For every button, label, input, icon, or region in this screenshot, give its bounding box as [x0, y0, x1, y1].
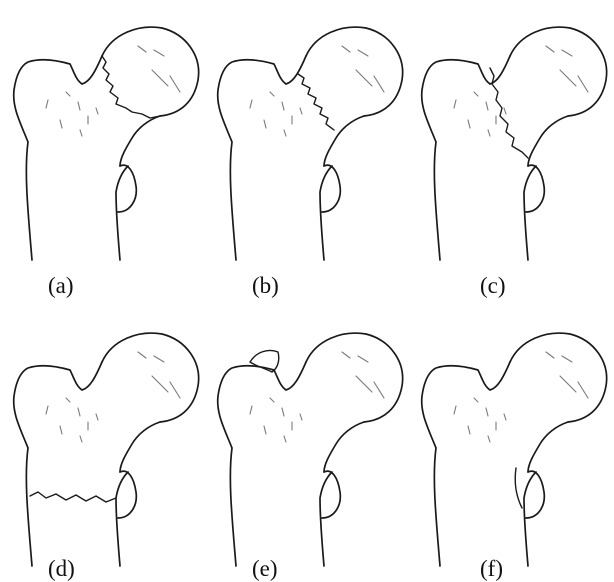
fragment-f — [515, 468, 522, 508]
fracture-line-b — [298, 74, 334, 130]
panel-label-f: (f) — [480, 556, 503, 581]
panel-label-d: (d) — [48, 556, 75, 581]
panel-a-femur-drawing — [14, 27, 199, 260]
fragment-e — [250, 350, 279, 372]
panel-b-femur-drawing — [218, 27, 403, 260]
panel-label-a: (a) — [48, 273, 74, 298]
panel-label-b: (b) — [252, 273, 279, 298]
panel-label-e: (e) — [252, 556, 278, 581]
panel-e-femur-drawing — [218, 333, 403, 566]
panel-label-c: (c) — [480, 273, 506, 298]
panel-f-femur-drawing — [422, 333, 607, 566]
panel-c-femur-drawing — [422, 27, 607, 260]
panel-d-femur-drawing — [14, 333, 199, 566]
fracture-line-d — [30, 492, 116, 502]
fracture-line-a — [102, 56, 160, 118]
